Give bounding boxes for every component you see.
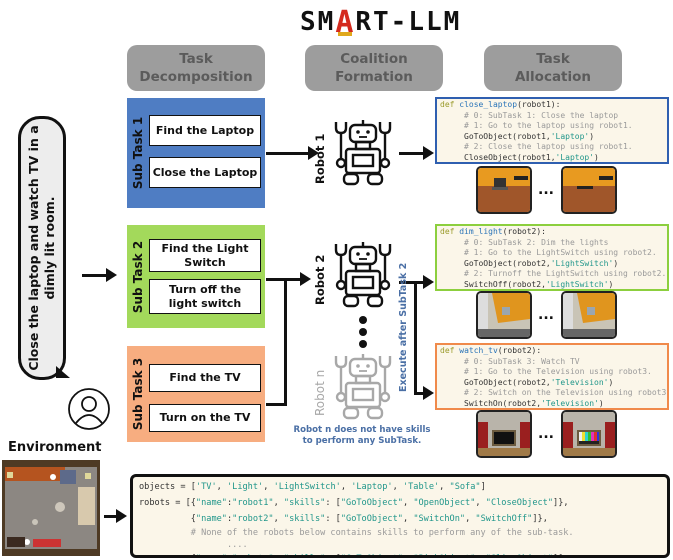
arrow-head xyxy=(300,272,311,286)
allocation-code-block: def close_laptop(robot1):# 0: SubTask 1:… xyxy=(435,97,669,164)
stage-coalition-formation: Coalition Formation xyxy=(305,45,443,91)
laptop-frame-before xyxy=(476,166,532,214)
arrow-head xyxy=(423,386,434,400)
user-avatar-icon xyxy=(68,388,110,430)
subtask-label: Sub Task 1 xyxy=(131,116,145,190)
frames-ellipsis: ... xyxy=(538,426,554,442)
allocation-code-block: def dim_light(robot2):# 0: SubTask 2: Di… xyxy=(435,224,669,291)
arrow-head xyxy=(106,268,117,282)
subtask-step: Find the Laptop xyxy=(149,115,261,146)
env-code-line: {"name":"robot2", "skills": ["GoToObject… xyxy=(139,514,548,524)
env-code-line: .... xyxy=(139,540,248,550)
robot-1-label: Robot 1 xyxy=(313,133,327,184)
stage-line1: Task xyxy=(179,51,213,67)
stage-line2: Allocation xyxy=(514,69,592,85)
arrow-head xyxy=(308,146,319,160)
environment-description-code: objects = ['TV', 'Light', 'LightSwitch',… xyxy=(130,474,670,558)
arrow-subtask3-to-robot2 xyxy=(266,403,286,406)
arrow-head xyxy=(423,275,434,289)
tv-frame-after xyxy=(561,410,617,458)
subtask-step: Find the TV xyxy=(149,364,261,392)
arrow-subtask2-to-robot2 xyxy=(266,278,286,281)
stage-line1: Coalition xyxy=(340,51,408,67)
arrow-robot2-to-code3 xyxy=(414,392,426,395)
subtask-group-3: Sub Task 3 Find the TV Turn on the TV xyxy=(127,346,265,442)
stage-task-allocation: Task Allocation xyxy=(484,45,622,91)
subtask-label: Sub Task 3 xyxy=(131,357,145,431)
frames-ellipsis: ... xyxy=(538,182,554,198)
switch-frame-before xyxy=(476,291,532,339)
arrow-to-robot2 xyxy=(284,278,302,281)
subtask-label: Sub Task 2 xyxy=(131,240,145,313)
arrow-env-to-code xyxy=(104,515,118,518)
arrow-vertical-connector xyxy=(284,278,287,406)
logo-left: SM xyxy=(300,7,336,37)
bubble-tail xyxy=(56,366,70,378)
stage-line2: Formation xyxy=(335,69,413,85)
environment-label: Environment xyxy=(8,440,102,455)
env-code-line: {"name":"robotn", "skills": ["GoToObject… xyxy=(139,551,661,555)
robot-2-label: Robot 2 xyxy=(313,254,327,305)
robot-1-icon xyxy=(334,120,392,186)
subtask-step: Turn off the light switch xyxy=(149,279,261,314)
allocation-code-block: def watch_tv(robot2):# 0: SubTask 3: Wat… xyxy=(435,343,669,410)
arrow-prompt-to-subtasks xyxy=(82,274,108,277)
arrow-robot1-to-code xyxy=(399,152,425,155)
subtask-step: Turn on the TV xyxy=(149,404,261,432)
subtask-step: Find the Light Switch xyxy=(149,239,261,272)
robot-n-icon xyxy=(334,354,392,420)
arrow-robot2-to-code2 xyxy=(399,281,425,284)
frames-ellipsis: ... xyxy=(538,307,554,323)
ellipsis-dot xyxy=(359,316,367,324)
env-code-line: objects = ['TV', 'Light', 'LightSwitch',… xyxy=(139,482,486,492)
execute-after-note: Execute after SubTask 2 xyxy=(398,262,409,392)
subtask-group-1: Sub Task 1 Find the Laptop Close the Lap… xyxy=(127,98,265,208)
logo-mid: A xyxy=(335,4,356,40)
robot-n-label: Robot n xyxy=(313,369,327,416)
arrow-subtask1-to-robot1 xyxy=(266,152,312,155)
stage-line2: Decomposition xyxy=(139,69,253,85)
user-prompt-bubble: Close the laptop and watch TV in a dimly… xyxy=(18,116,66,380)
environment-top-down-view xyxy=(2,460,100,556)
tv-frame-before xyxy=(476,410,532,458)
ellipsis-dot xyxy=(359,340,367,348)
ellipsis-dot xyxy=(359,328,367,336)
subtask-group-2: Sub Task 2 Find the Light Switch Turn of… xyxy=(127,225,265,328)
env-code-line: # None of the robots below contains skil… xyxy=(139,528,574,538)
switch-frame-after xyxy=(561,291,617,339)
arrow-head xyxy=(423,146,434,160)
env-code-line: robots = [{"name":"robot1", "skills": ["… xyxy=(139,498,569,508)
stage-line1: Task xyxy=(536,51,570,67)
user-prompt-text: Close the laptop and watch TV in a dimly… xyxy=(26,125,57,371)
laptop-frame-after xyxy=(561,166,617,214)
robot-2-icon xyxy=(334,242,392,308)
arrow-head xyxy=(116,509,127,523)
arrow-vertical-connector xyxy=(414,281,417,394)
stage-task-decomposition: Task Decomposition xyxy=(127,45,265,91)
robot-n-note: Robot n does not have skills to perform … xyxy=(293,425,431,446)
subtask-step: Close the Laptop xyxy=(149,157,261,188)
logo-right: RT-LLM xyxy=(355,7,462,37)
